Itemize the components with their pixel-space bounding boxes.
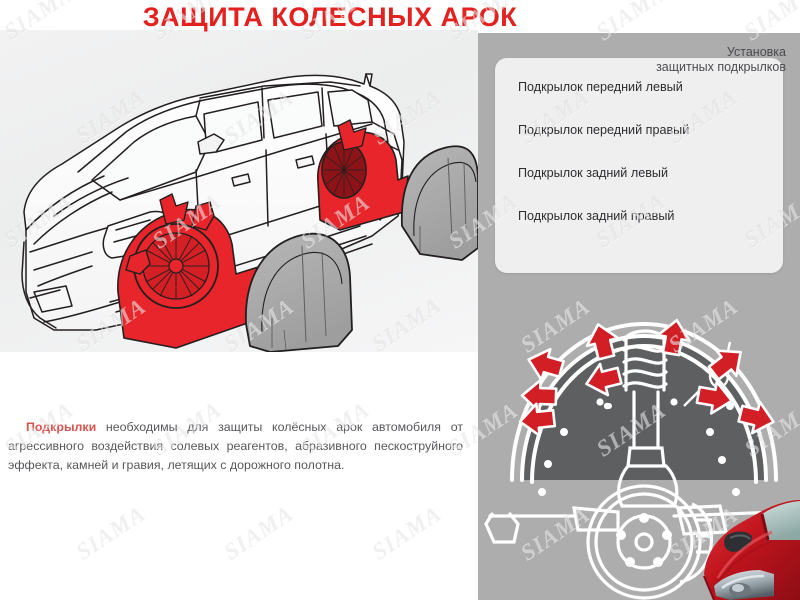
wheel-liner-part-front [245, 232, 353, 352]
list-item: Подкрылок передний правый [518, 123, 690, 137]
caption-line-2: защитных подкрылков [656, 60, 786, 74]
installation-arrows [518, 318, 775, 438]
watermark-text: SIAMA [71, 500, 150, 565]
watermark-text: SIAMA [367, 500, 446, 565]
caption-line-1: Установка [726, 45, 786, 59]
list-item: Подкрылок передний левый [518, 80, 683, 94]
parts-list: Подкрылок передний левый Подкрылок перед… [495, 58, 783, 223]
car-illustration [21, 73, 478, 352]
right-panel-top-strip [478, 0, 800, 33]
watermark-text: SIAMA [219, 500, 298, 565]
front-arch-highlight [117, 193, 269, 349]
description-highlight-word: Подкрылки [26, 420, 97, 434]
description-text: необходимы для защиты колёсных арок авто… [8, 420, 463, 472]
parts-list-card: Подкрылок передний левый Подкрылок перед… [495, 58, 783, 273]
page-title: ЗАЩИТА КОЛЕСНЫХ АРОК [142, 2, 518, 32]
list-item: Подкрылок задний правый [518, 209, 675, 223]
red-car-photo [703, 500, 800, 600]
watermark-text: SIAMA [0, 500, 2, 565]
suspension-diagram [484, 318, 792, 600]
wheel-liner-part-rear [400, 145, 478, 261]
description-paragraph: Подкрылки необходимы для защиты колёсных… [8, 418, 463, 475]
rear-arch-highlight [317, 119, 409, 231]
illustration-caption: Установка защитных подкрылков [606, 45, 786, 75]
list-item: Подкрылок задний левый [518, 166, 668, 180]
